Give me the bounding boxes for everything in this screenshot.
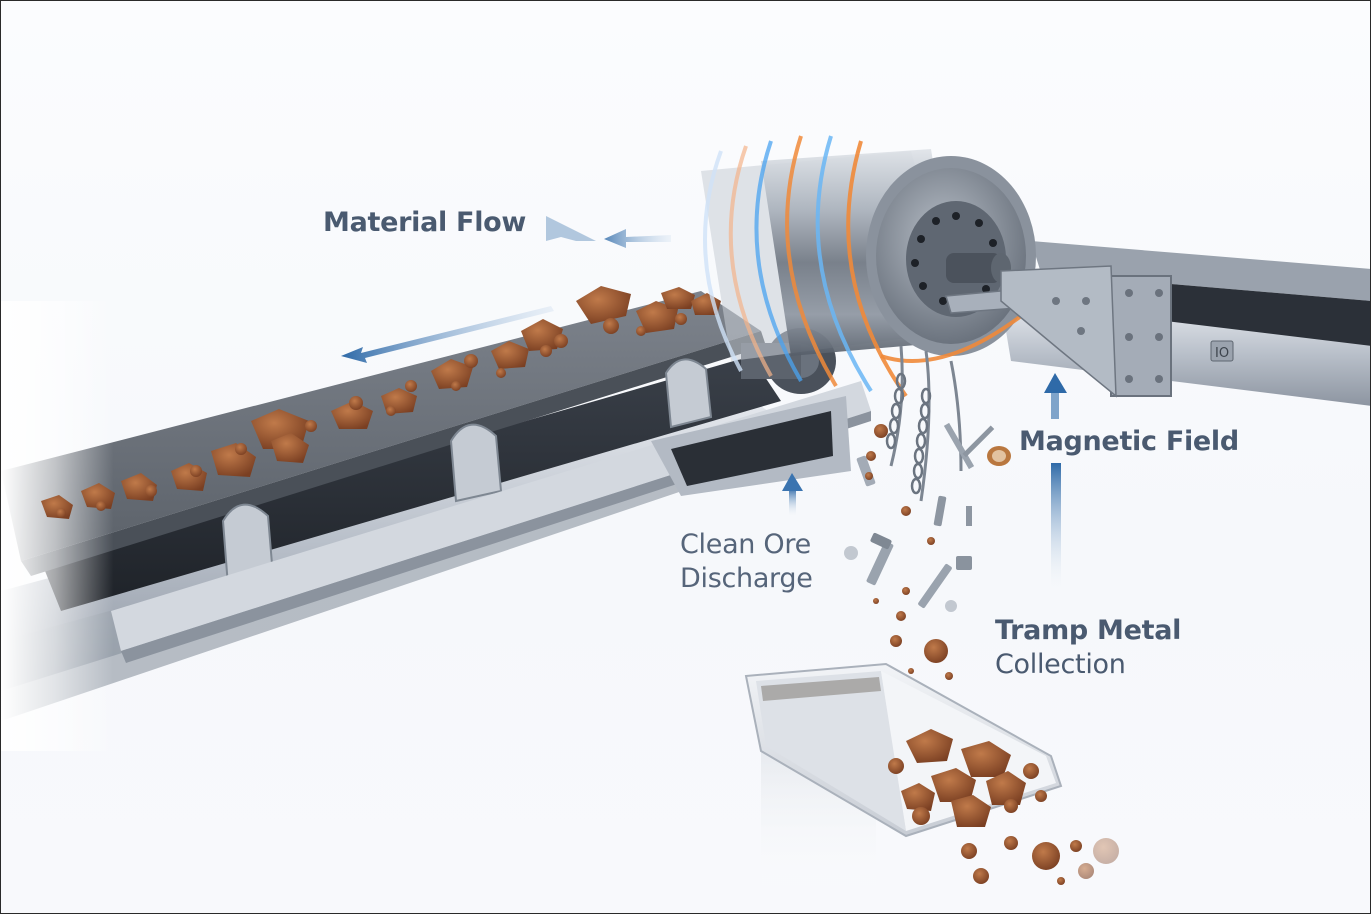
clean-ore-discharge-label: Clean Ore Discharge [680,528,813,596]
conveyor-belt [1,291,871,751]
tramp-metal-label-line1: Tramp Metal [995,615,1182,646]
ore-in-hopper [888,729,1047,827]
tramp-metal-label-line2: Collection [995,648,1126,680]
material-flow-arrow [341,216,671,363]
magnetic-field-rings [703,135,1023,398]
clean-ore-label-line1: Clean Ore [680,529,811,560]
magnetic-field-arrow [1044,373,1067,598]
ore-on-belt [41,286,721,519]
spilled-ore [961,836,1119,885]
support-arm [945,265,1117,398]
magnetic-field-label: Magnetic Field [1019,426,1239,457]
frame-badge [1210,340,1234,362]
clean-ore-arrow [782,473,803,518]
collection-hopper [744,662,1119,901]
material-flow-label: Material Flow [323,207,527,238]
clean-ore-label-line2: Discharge [680,562,813,594]
falling-bolts [844,422,1011,612]
tramp-metal-collection-label: Tramp Metal Collection [995,614,1181,682]
svg-text:IO: IO [1215,346,1229,361]
tramp-metal-stream [844,345,1011,722]
